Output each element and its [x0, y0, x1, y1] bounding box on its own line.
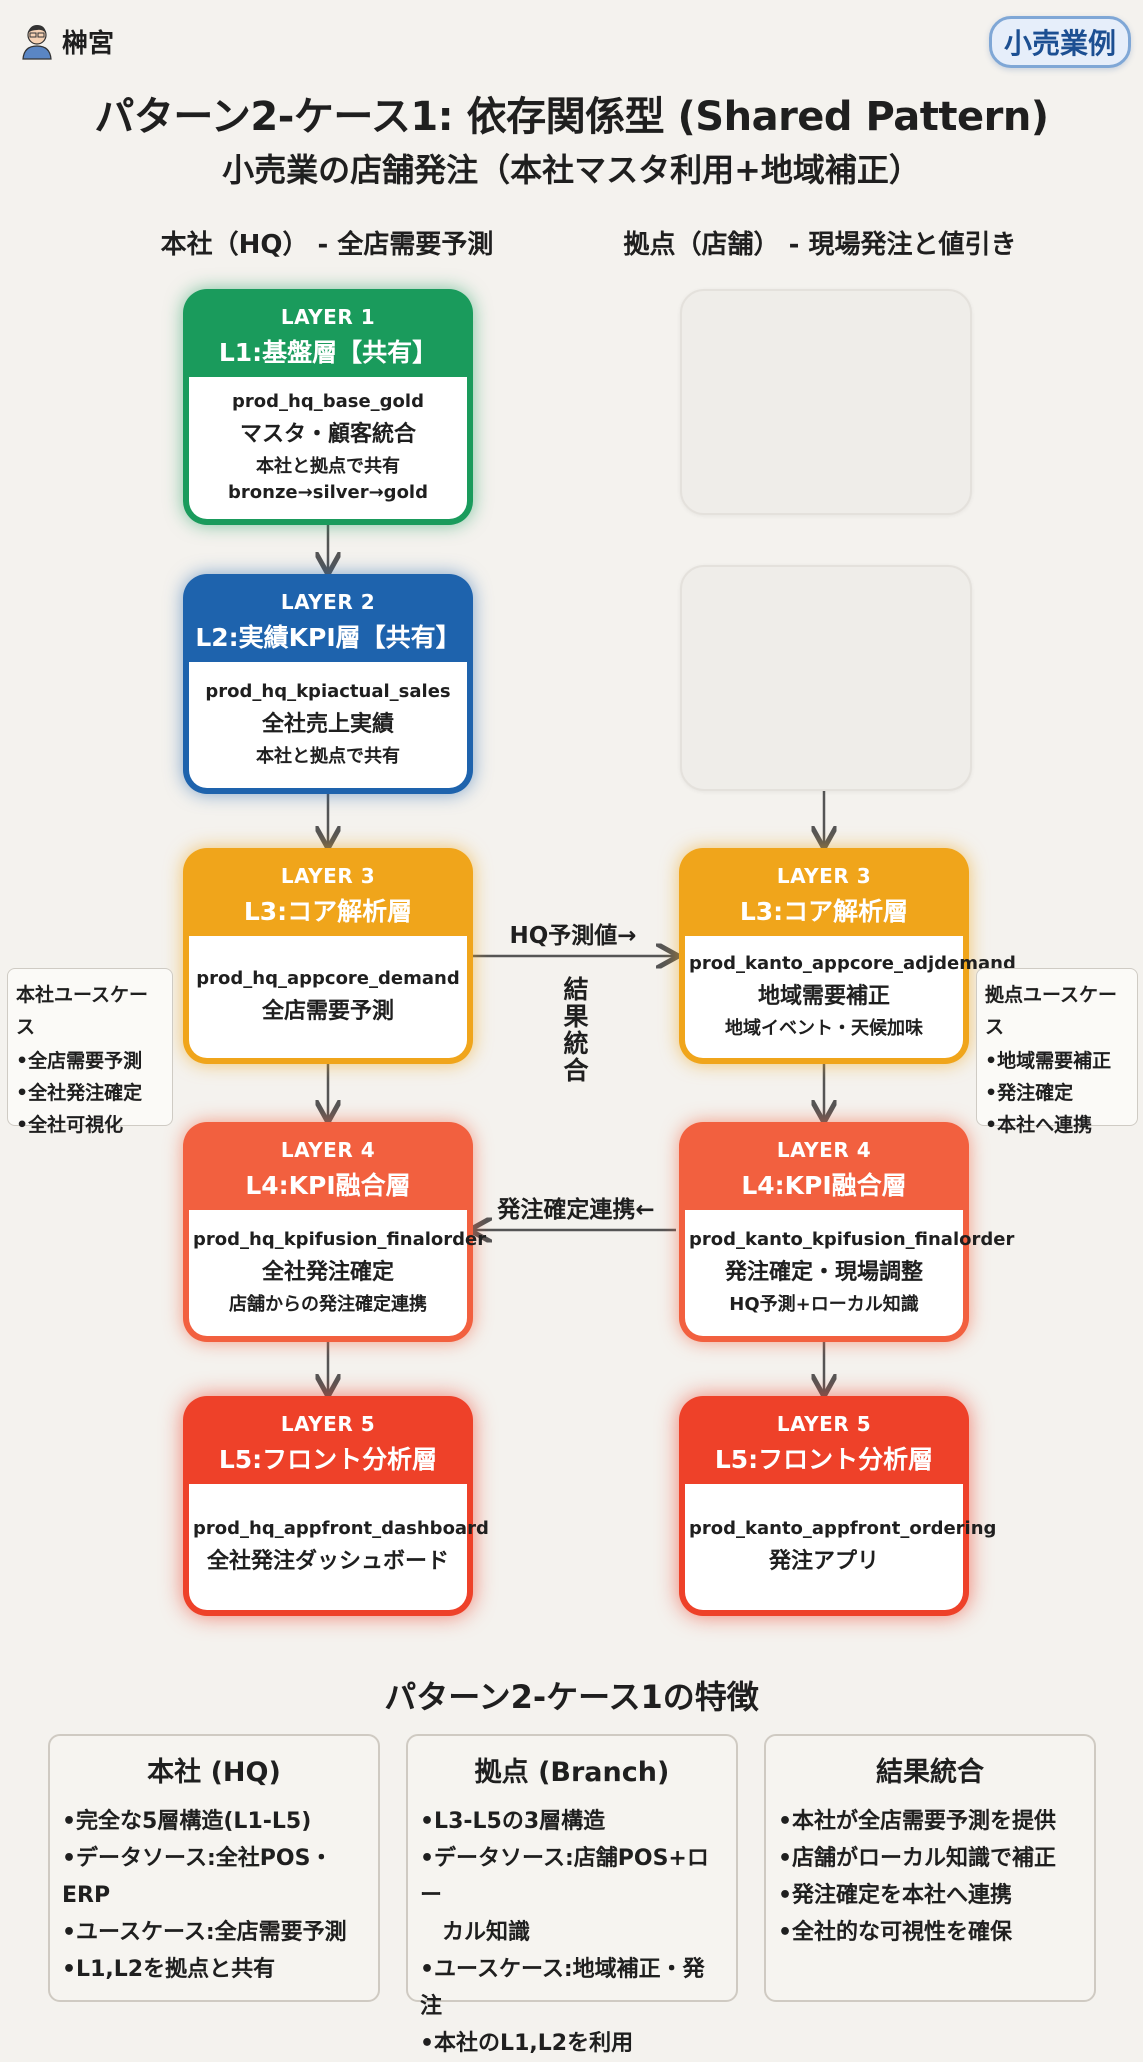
layer-sub: 本社と拠点で共有	[256, 745, 400, 767]
layer-desc: 全社発注確定	[261, 1259, 394, 1285]
hq-layer-1: LAYER 1 L1:基盤層【共有】 prod_hq_base_gold マスタ・…	[183, 289, 473, 525]
layer-table: prod_kanto_appfront_ordering	[689, 1517, 997, 1539]
card-item: •全社的な可視性を確保	[778, 1920, 1013, 1945]
feature-card-merge: 結果統合 •本社が全店需要予測を提供 •店舗がローカル知識で補正 •発注確定を本…	[764, 1734, 1096, 2002]
layer-sub: 地域イベント・天候加味	[725, 1017, 923, 1039]
person-avatar-icon	[22, 25, 52, 60]
layer-desc: 全社売上実績	[261, 711, 394, 737]
layer-table: prod_hq_kpifusion_finalorder	[193, 1228, 487, 1250]
layer-sub: 店舗からの発注確定連携	[229, 1293, 427, 1315]
branch-layer-5: LAYER 5 L5:フロント分析層 prod_kanto_appfront_or…	[679, 1396, 997, 1616]
hq-layer-3: LAYER 3 L3:コア解析層 prod_hq_appcore_demand 全…	[183, 848, 473, 1064]
hq-usecase-box: 本社ユースケース •全店需要予測 •全社発注確定 •全社可視化	[7, 968, 173, 1136]
layer-name: L5:フロント分析層	[218, 1445, 438, 1474]
hq-layer-5: LAYER 5 L5:フロント分析層 prod_hq_appfront_dashb…	[183, 1396, 489, 1616]
layer-desc: 発注アプリ	[768, 1548, 879, 1574]
page-title: パターン2-ケース1: 依存関係型 (Shared Pattern)	[94, 94, 1049, 140]
card-item: •発注確定を本社へ連携	[778, 1883, 1013, 1908]
layer-desc: 地域需要補正	[757, 983, 890, 1009]
card-title: 拠点 (Branch)	[474, 1757, 670, 1788]
layer-sub: HQ予測+ローカル知識	[729, 1293, 919, 1315]
layer-number: LAYER 5	[776, 1412, 872, 1436]
card-item: •本社が全店需要予測を提供	[778, 1809, 1057, 1834]
branch-layer-3: LAYER 3 L3:コア解析層 prod_kanto_appcore_adjde…	[679, 848, 1016, 1064]
layer-number: LAYER 5	[280, 1412, 376, 1436]
layer-desc: マスタ・顧客統合	[239, 422, 416, 447]
branch-to-hq-label: 発注確定連携←	[497, 1197, 655, 1223]
card-item: •完全な5層構造(L1-L5)	[62, 1809, 312, 1834]
layer-name: L4:KPI融合層	[245, 1171, 411, 1200]
layer-number: LAYER 3	[776, 864, 872, 888]
layer-name: L5:フロント分析層	[714, 1445, 934, 1474]
branch-usecase-box: 拠点ユースケース •地域需要補正 •発注確定 •本社へ連携	[976, 968, 1138, 1136]
usecase-item: •全店需要予測	[16, 1050, 143, 1072]
hq-to-branch-label: HQ予測値→	[509, 923, 637, 949]
layer-table: prod_kanto_kpifusion_finalorder	[689, 1228, 1015, 1250]
usecase-item: •全社可視化	[16, 1114, 124, 1136]
branch-layer-4: LAYER 4 L4:KPI融合層 prod_kanto_kpifusion_fi…	[679, 1122, 1015, 1342]
features-title: パターン2-ケース1の特徴	[384, 1678, 759, 1716]
card-item: •店舗がローカル知識で補正	[778, 1846, 1057, 1871]
usecase-title: 本社ユースケース	[16, 984, 149, 1038]
page-subtitle: 小売業の店舗発注（本社マスタ利用+地域補正）	[222, 151, 921, 189]
card-title: 本社 (HQ)	[147, 1757, 281, 1788]
card-item: •データソース:店舗POS+ロー	[420, 1846, 709, 1908]
layer-number: LAYER 4	[280, 1138, 376, 1162]
branch-layer-2-placeholder	[680, 565, 972, 791]
branch-column-header: 拠点（店舗） - 現場発注と値引き	[623, 230, 1017, 260]
layer-number: LAYER 1	[280, 305, 376, 329]
merge-label: 結果統合	[560, 976, 589, 1084]
layer-name: L3:コア解析層	[739, 897, 909, 926]
industry-tag: 小売業例	[989, 16, 1131, 68]
layer-desc: 発注確定・現場調整	[724, 1259, 923, 1285]
layer-table: prod_hq_kpiactual_sales	[205, 680, 451, 702]
brand-name: 榊宮	[62, 28, 115, 59]
usecase-item: •本社へ連携	[985, 1114, 1093, 1136]
feature-card-branch: 拠点 (Branch) •L3-L5の3層構造 •データソース:店舗POS+ロー…	[406, 1734, 738, 2056]
layer-table: prod_hq_appfront_dashboard	[193, 1517, 489, 1539]
card-item: •L1,L2を拠点と共有	[62, 1957, 276, 1982]
card-item: •本社のL1,L2を利用	[420, 2031, 634, 2056]
layer-number: LAYER 3	[280, 864, 376, 888]
usecase-item: •全社発注確定	[16, 1082, 143, 1104]
layer-table: prod_kanto_appcore_adjdemand	[689, 952, 1016, 974]
hq-layer-2: LAYER 2 L2:実績KPI層【共有】 prod_hq_kpiactual_s…	[183, 574, 473, 794]
branch-layer-1-placeholder	[680, 289, 972, 515]
layer-number: LAYER 4	[776, 1138, 872, 1162]
hq-column-header: 本社（HQ） - 全店需要予測	[160, 230, 494, 260]
usecase-title: 拠点ユースケース	[985, 984, 1118, 1038]
layer-name: L1:基盤層【共有】	[218, 338, 438, 367]
usecase-item: •発注確定	[985, 1082, 1074, 1104]
hq-layer-4: LAYER 4 L4:KPI融合層 prod_hq_kpifusion_final…	[183, 1122, 487, 1342]
card-item: •データソース:全社POS・ERP	[62, 1846, 333, 1908]
layer-number: LAYER 2	[280, 590, 376, 614]
layer-table: prod_hq_base_gold	[232, 391, 424, 412]
card-item: •L3-L5の3層構造	[420, 1809, 606, 1834]
card-item: •ユースケース:地域補正・発注	[420, 1957, 705, 2019]
card-title: 結果統合	[876, 1757, 984, 1788]
brand: 榊宮	[20, 22, 114, 60]
layer-sub: 本社と拠点で共有	[256, 456, 400, 477]
card-item: •ユースケース:全店需要予測	[62, 1920, 347, 1945]
layer-name: L2:実績KPI層【共有】	[195, 623, 461, 652]
feature-card-hq: 本社 (HQ) •完全な5層構造(L1-L5) •データソース:全社POS・ER…	[48, 1734, 380, 2002]
layer-sub: bronze→silver→gold	[228, 482, 428, 503]
layer-desc: 全店需要予測	[261, 998, 394, 1024]
layer-name: L3:コア解析層	[243, 897, 413, 926]
card-item: カル知識	[420, 1920, 531, 1945]
usecase-item: •地域需要補正	[985, 1050, 1112, 1072]
layer-desc: 全社発注ダッシュボード	[206, 1548, 449, 1574]
layer-name: L4:KPI融合層	[741, 1171, 907, 1200]
layer-table: prod_hq_appcore_demand	[196, 967, 460, 989]
